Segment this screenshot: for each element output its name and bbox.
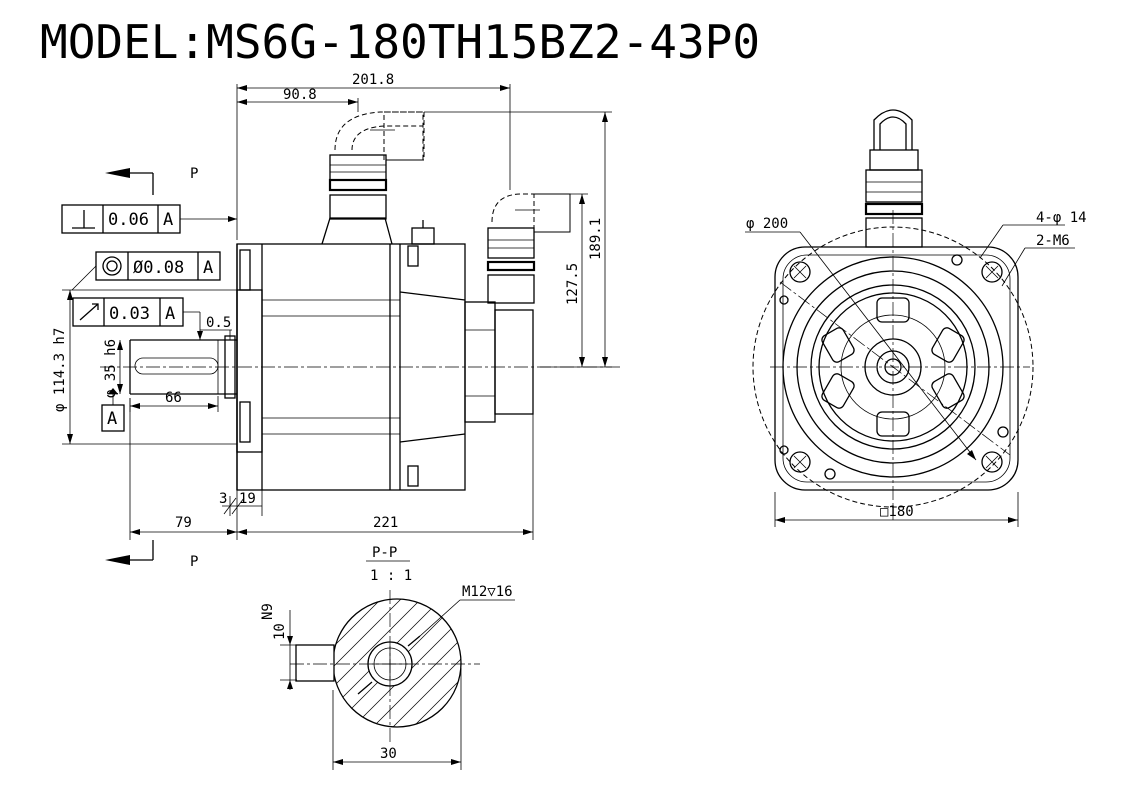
dim-189-1: 189.1 bbox=[588, 218, 604, 260]
perp-value: 0.06 bbox=[108, 210, 149, 230]
dim-35-h6: φ 35 h6 bbox=[103, 339, 119, 398]
concentricity-frame: Ø0.08 A bbox=[71, 251, 221, 291]
section-arrow-label-top: P bbox=[190, 166, 198, 182]
runout-datum: A bbox=[165, 304, 175, 324]
dim-n9: N9 bbox=[260, 603, 276, 620]
dim-90-8: 90.8 bbox=[283, 87, 317, 103]
encoder-housing bbox=[464, 301, 496, 423]
runout-value: 0.03 bbox=[109, 304, 150, 324]
dim-30: 30 bbox=[380, 746, 397, 762]
motor-shaft bbox=[129, 339, 237, 395]
section-scale: 1 : 1 bbox=[370, 568, 412, 584]
dim-114-3-h7: φ 114.3 h7 bbox=[52, 328, 68, 412]
dim-4-phi-14: 4-φ 14 bbox=[1036, 210, 1087, 226]
section-title: P-P bbox=[372, 545, 397, 561]
model-title: MODEL:MS6G-180TH15BZ2-43P0 bbox=[40, 15, 760, 69]
dim-201-8: 201.8 bbox=[352, 72, 394, 88]
dim-79: 79 bbox=[175, 515, 192, 531]
dim-0-5: 0.5 bbox=[206, 315, 231, 331]
cooling-slots bbox=[821, 297, 965, 437]
conc-datum: A bbox=[203, 258, 213, 278]
perp-datum: A bbox=[163, 210, 173, 230]
section-pp: P-P 1 : 1 bbox=[260, 545, 515, 770]
front-connector bbox=[864, 109, 924, 248]
side-view: 201.8 90.8 189.1 127.5 0.5 66 φ 35 h6 bbox=[52, 72, 620, 570]
dim-2-m6: 2-M6 bbox=[1036, 233, 1070, 249]
datum-a-box: A bbox=[101, 388, 125, 432]
dim-221: 221 bbox=[373, 515, 398, 531]
encoder-connector bbox=[486, 193, 571, 304]
dim-3: 3 bbox=[219, 491, 227, 507]
dim-127-5: 127.5 bbox=[565, 263, 581, 305]
conc-value: Ø0.08 bbox=[133, 258, 184, 278]
dim-10: 10 bbox=[272, 623, 288, 640]
runout-frame: 0.03 A bbox=[72, 297, 203, 340]
datum-a: A bbox=[107, 409, 117, 429]
dim-square-180: □180 bbox=[880, 504, 914, 520]
front-view: φ 200 4-φ 14 2-M6 □180 bbox=[745, 109, 1087, 527]
power-connector bbox=[328, 111, 425, 220]
perpendicularity-frame: 0.06 A bbox=[61, 204, 237, 234]
dim-66: 66 bbox=[165, 390, 182, 406]
mounting-holes bbox=[779, 254, 1009, 480]
dim-phi-200: φ 200 bbox=[746, 216, 788, 232]
dim-m12-16: M12▽16 bbox=[462, 584, 513, 600]
section-arrow-label-bottom: P bbox=[190, 554, 198, 570]
dim-19: 19 bbox=[239, 491, 256, 507]
